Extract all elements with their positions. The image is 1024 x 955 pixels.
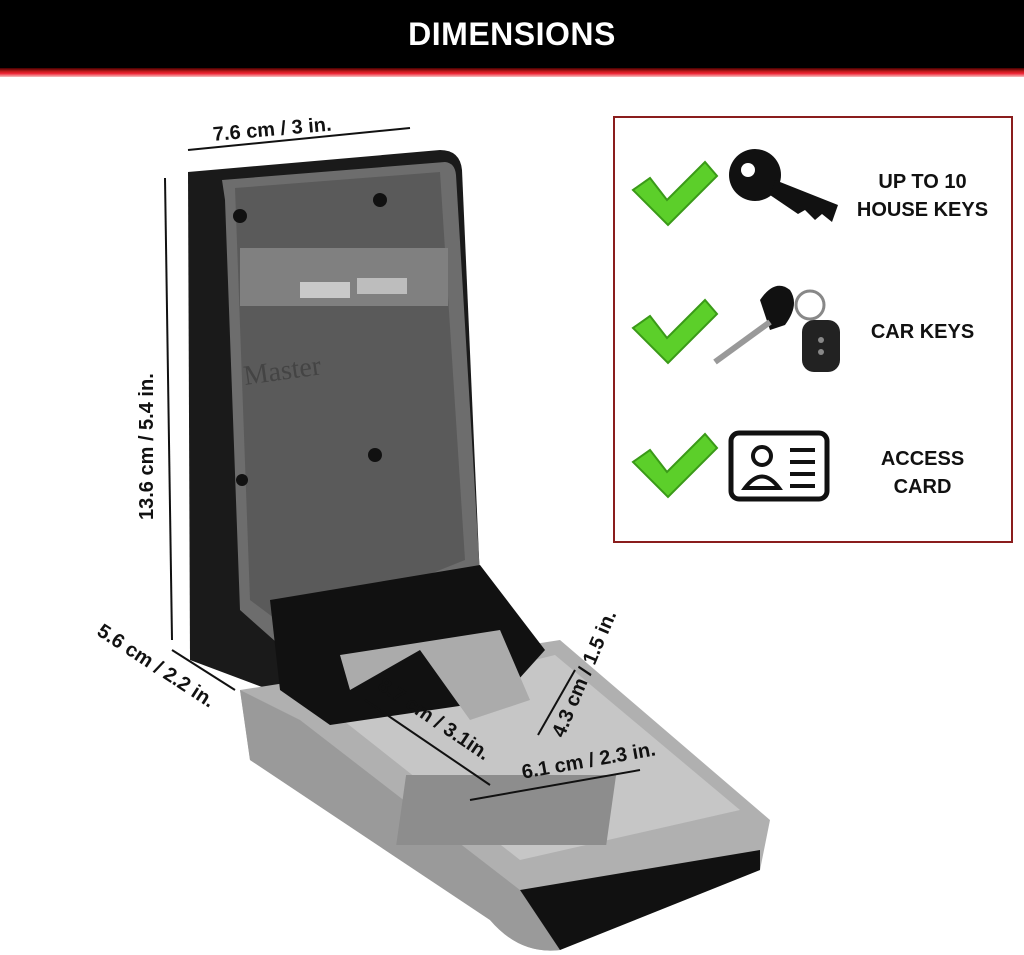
check-icon	[631, 160, 719, 499]
accent-stripe	[0, 68, 1024, 77]
feature-house-keys: UP TO 10 HOUSE KEYS	[856, 171, 989, 221]
house-key-icon	[729, 149, 838, 222]
access-card-icon	[728, 430, 830, 502]
header-bar: DIMENSIONS	[0, 0, 1024, 68]
car-key-icon	[713, 285, 840, 372]
feature-car-keys: CAR KEYS	[870, 321, 975, 343]
feature-access-card: ACCESS CARD	[880, 448, 965, 498]
page-title: DIMENSIONS	[408, 16, 616, 52]
capacity-panel	[613, 116, 1013, 543]
